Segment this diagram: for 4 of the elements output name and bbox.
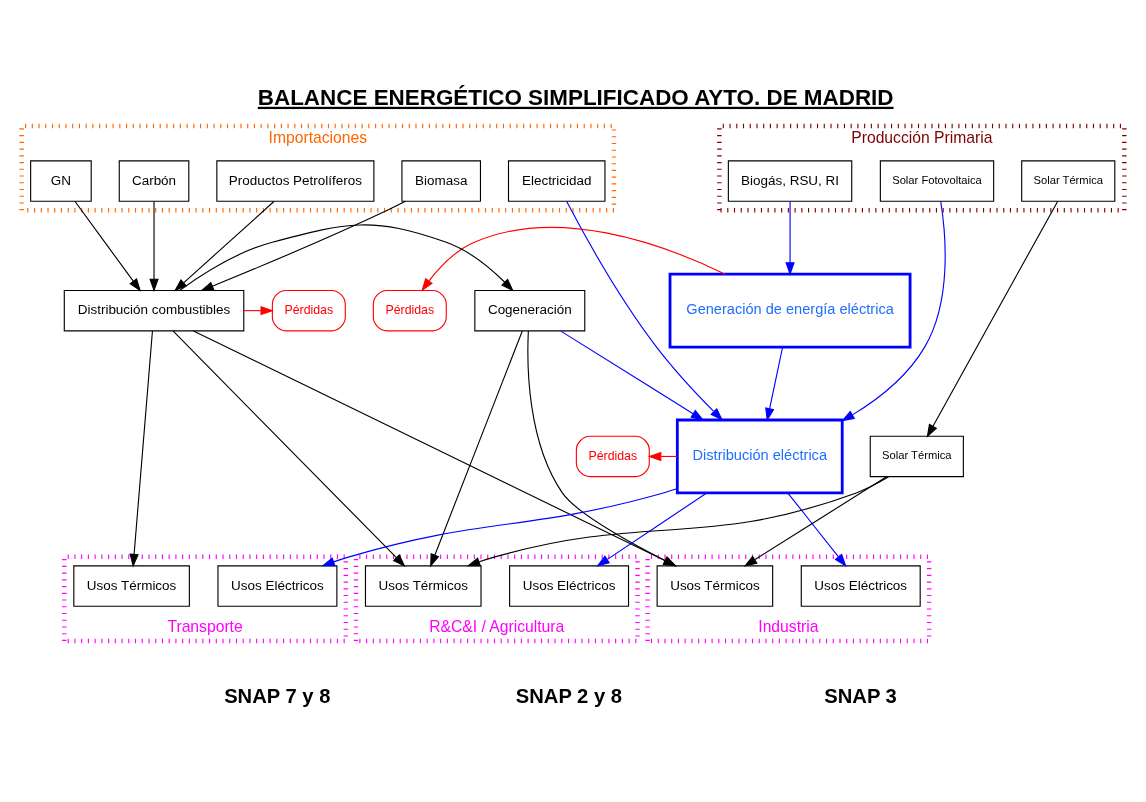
diagram-title: BALANCE ENERGÉTICO SIMPLIFICADO AYTO. DE MADRID — [257, 84, 894, 110]
label: SNAP 3 — [824, 684, 897, 707]
label: SNAP 7 y 8 — [224, 684, 331, 707]
label: SNAP 2 y 8 — [515, 684, 623, 707]
